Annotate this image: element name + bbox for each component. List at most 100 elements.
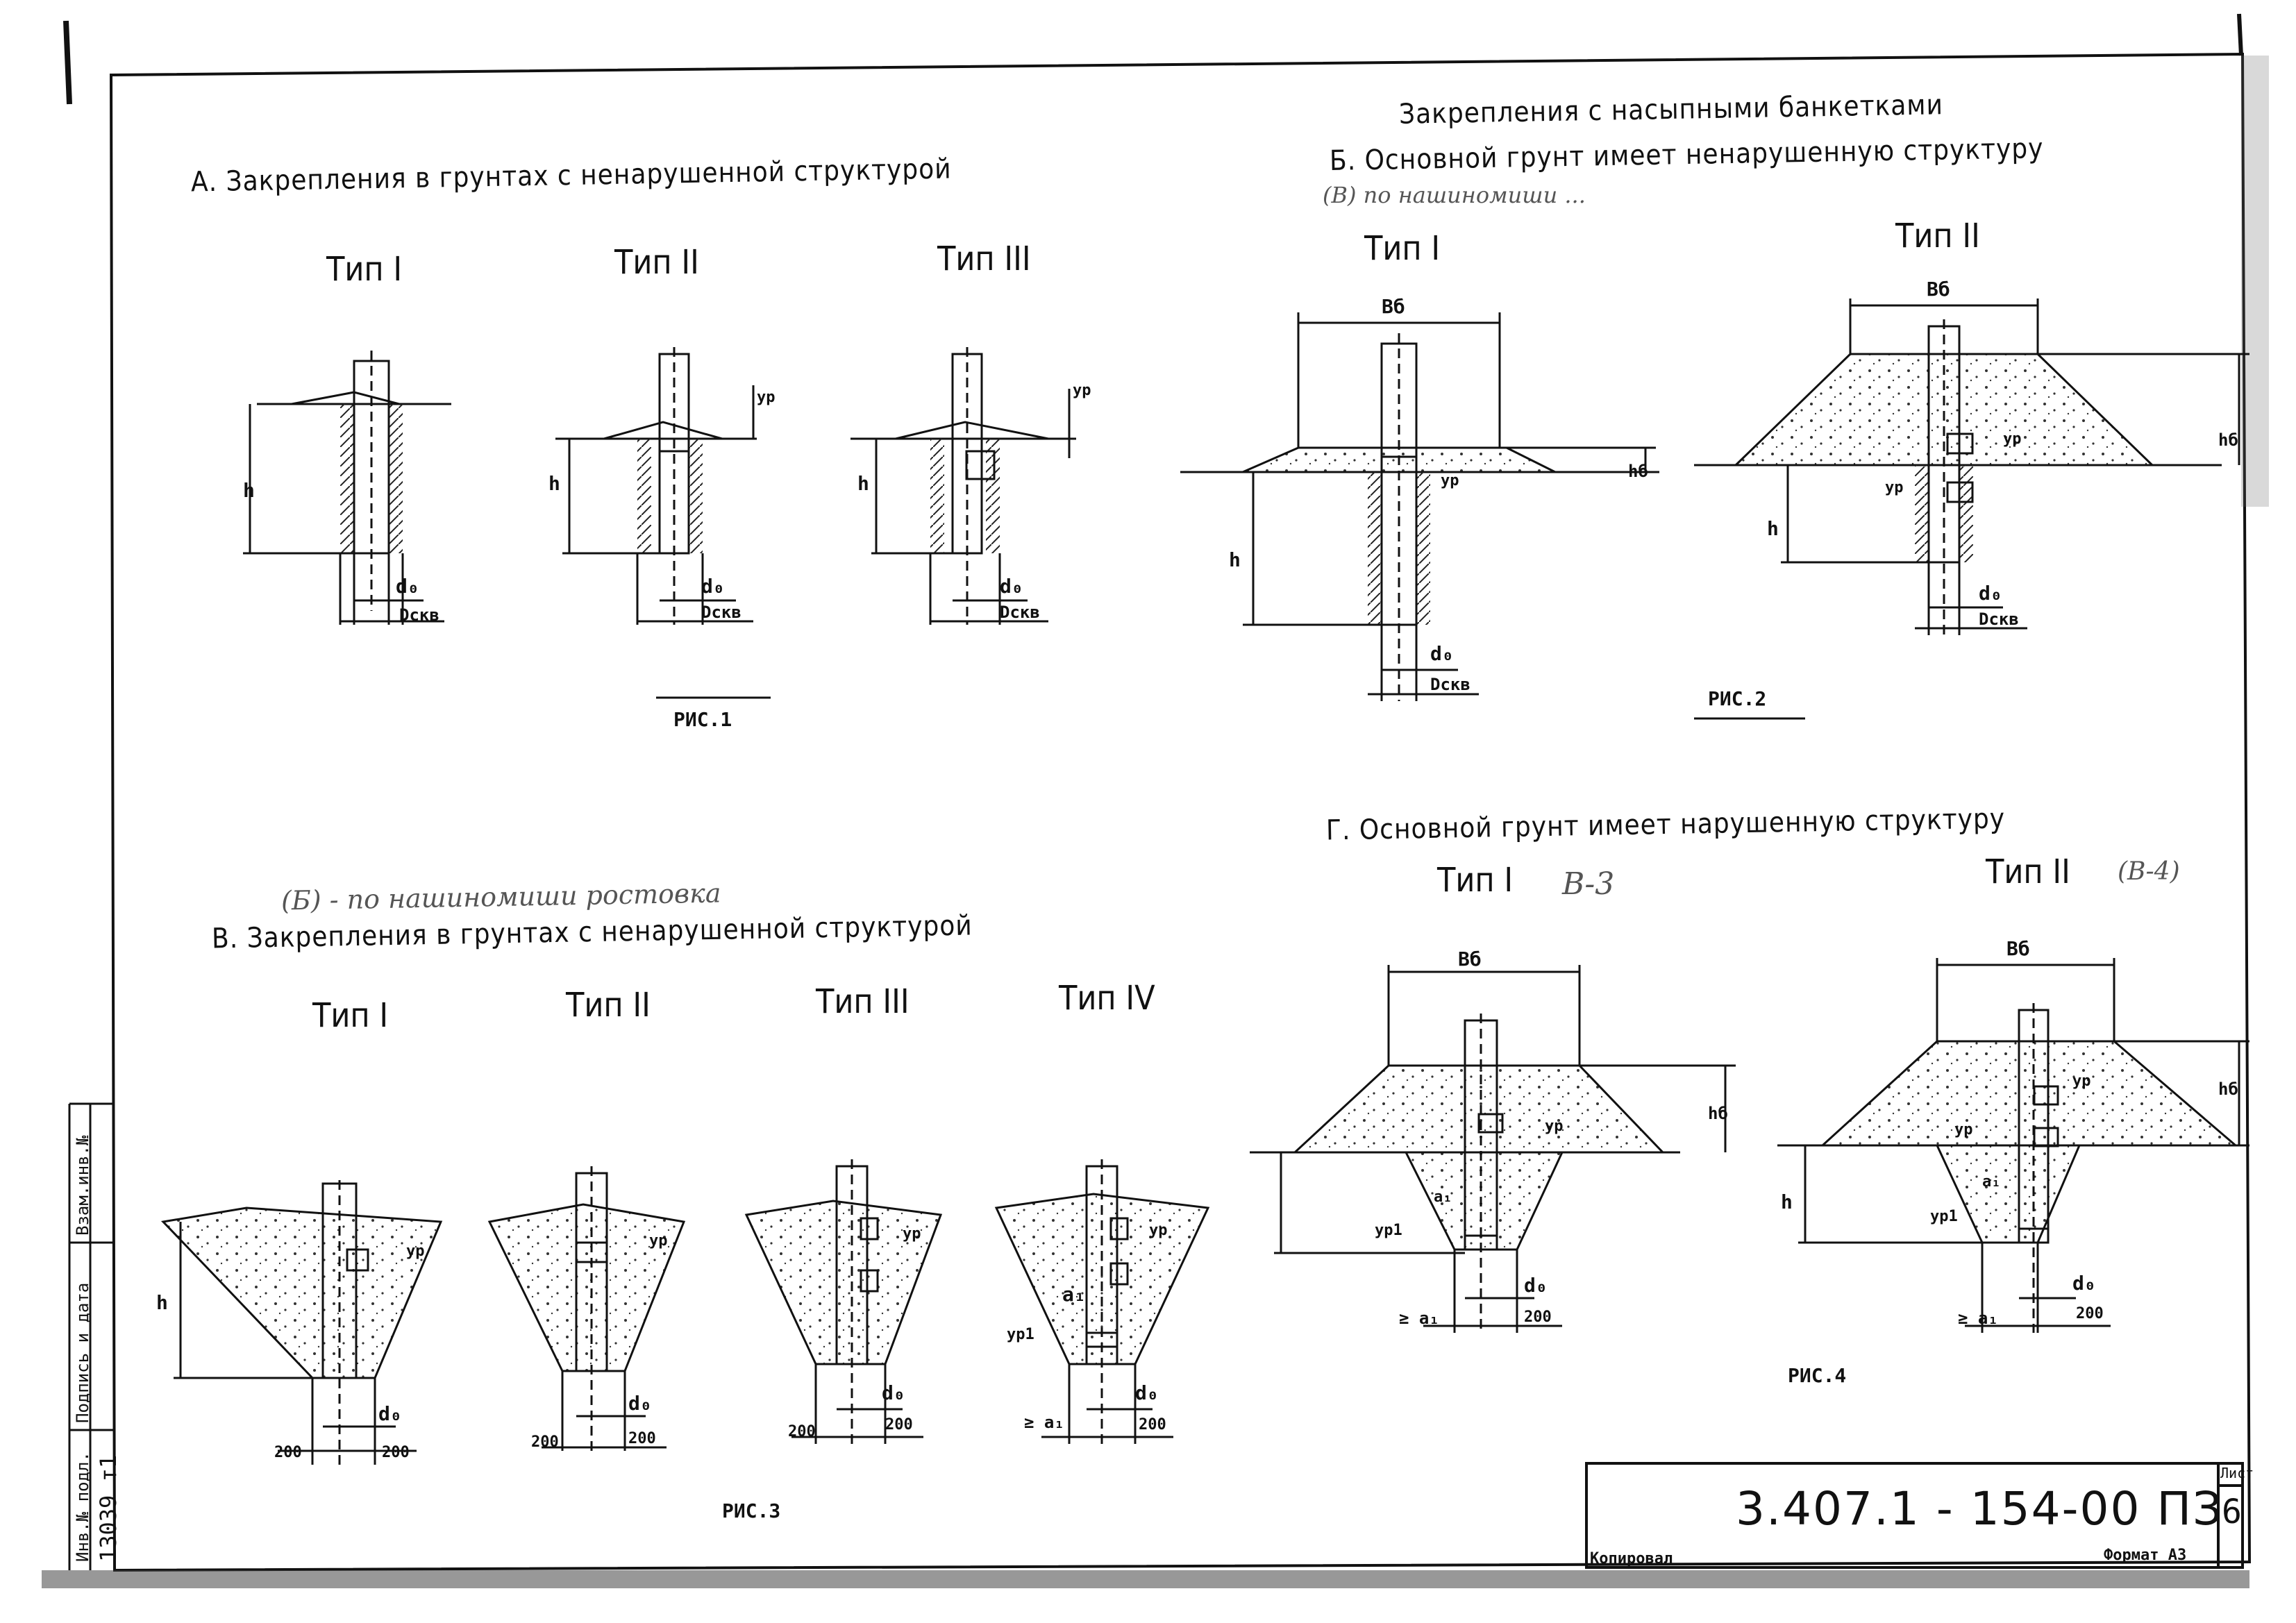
fig1-type2 [555, 347, 757, 625]
fig3-type2-label: Тип II [566, 986, 651, 1025]
fig1-t2-h: h [548, 472, 560, 495]
fig4-type2-note: (В-4) [2118, 857, 2180, 886]
fig2-t1-d0: d₀ [1430, 642, 1454, 665]
fig3-t3-yp: yр [903, 1225, 921, 1243]
fig2-t1-dskv: Dскв [1430, 675, 1470, 694]
fig4-t1-d0: d₀ [1524, 1274, 1548, 1297]
fig2-t2-yp: yр [1885, 479, 1904, 496]
fig2-t1-bb: Вб [1382, 295, 1405, 318]
inv-value: 13039 т1 [95, 1454, 121, 1562]
fig4-t2-hp: yр [2072, 1073, 2091, 1090]
fig3-type2 [487, 1166, 686, 1451]
fig4-t2-d0: d₀ [2072, 1272, 2096, 1295]
fig2-t2-hb: hб [2218, 430, 2238, 450]
fig2-t1-hb: hб [1628, 462, 1648, 481]
section-b-note: (В) по нашиномиши ... [1323, 182, 1586, 208]
fig3-t3-d0: d₀ [882, 1381, 905, 1404]
fig1-t1-dskv: Dскв [399, 605, 439, 625]
fig2-caption: РИС.2 [1708, 687, 1767, 710]
fig3-t1-200a: 200 [274, 1444, 302, 1461]
fig2-t2-hp: yр [2003, 430, 2022, 448]
sign-label: Подпись и дата [73, 1282, 92, 1423]
fig2-type2-label: Тип II [1895, 217, 1980, 255]
fig1-type1 [243, 351, 451, 625]
fig4-t2-ga1: ≥ a₁ [1958, 1309, 1998, 1328]
fig4-type1-note: В-3 [1562, 866, 1615, 902]
fig3-t2-d0: d₀ [628, 1392, 652, 1415]
fig4-t1-yp1: yр1 [1375, 1222, 1402, 1239]
fig1-type3 [850, 347, 1076, 625]
fig3-t1-h: h [156, 1291, 168, 1314]
fig3-t4-yp: yр [1149, 1222, 1168, 1239]
fig1-type3-label: Тип III [937, 239, 1031, 278]
inv-label: Инв.№ подл. [73, 1452, 92, 1562]
sheet-label: Лист [2220, 1465, 2254, 1481]
fig1-t1-h: h [243, 479, 255, 502]
fig4-t1-bb: Вб [1458, 948, 1482, 970]
fig4-t2-200: 200 [2076, 1305, 2104, 1322]
fig2-t2-d0: d₀ [1979, 582, 2002, 605]
fig3-t1-yp: yр [406, 1243, 425, 1260]
sheet-number: 6 [2222, 1492, 2242, 1531]
scan-noise-right [2241, 56, 2269, 507]
left-binding-strip [68, 1102, 115, 1570]
fig4-t1-a1: a₁ [1434, 1188, 1452, 1206]
fig2-t1-h: h [1229, 548, 1241, 571]
fig1-t3-d0: d₀ [1000, 575, 1023, 598]
fig4-type2 [1777, 958, 2249, 1333]
fig3-t4-a1: a₁ [1062, 1283, 1086, 1306]
fig3-t3-200a: 200 [788, 1423, 816, 1440]
fig3-type4-label: Тип IV [1059, 979, 1155, 1018]
fig2-type1 [1180, 312, 1659, 701]
fig3-t4-d0: d₀ [1135, 1381, 1159, 1404]
fig3-t3-200b: 200 [885, 1416, 913, 1433]
fig1-t2-yp: yр [757, 389, 776, 406]
fig3-type1-label: Тип I [312, 996, 389, 1035]
fig2-t1-yp: yр [1441, 472, 1459, 489]
fig3-t2-yp: yр [649, 1232, 668, 1250]
fig3-t4-200: 200 [1139, 1416, 1166, 1433]
fig1-t3-yp: yр [1073, 382, 1091, 399]
fig4-t1-yp: yр [1545, 1118, 1564, 1135]
fig3-t1-200b: 200 [382, 1444, 410, 1461]
fig1-type1-label: Тип I [326, 250, 403, 289]
fig4-t1-ga1: ≥ a₁ [1399, 1309, 1439, 1328]
scan-noise-bottom [42, 1570, 2249, 1588]
fig3-t4-ga1: ≥ a₁ [1024, 1413, 1064, 1432]
fig4-t1-hb: hб [1708, 1104, 1728, 1123]
fig3-type3-label: Тип III [816, 982, 910, 1021]
fig3-t4-yp1: yр1 [1007, 1326, 1034, 1343]
copied-label: Копировал [1590, 1550, 1673, 1567]
fig4-type2-label: Тип II [1986, 852, 2070, 891]
replace-label: Взам.инв.№ [73, 1135, 92, 1236]
fig4-t2-h: h [1781, 1191, 1793, 1213]
fig1-type2-label: Тип II [614, 243, 699, 282]
fig4-t2-hb: hб [2218, 1079, 2238, 1099]
fig2-t2-dskv: Dскв [1979, 609, 2019, 629]
drawing-code: 3.407.1 - 154-00 ПЗ [1736, 1482, 2224, 1536]
title-block-frame [1585, 1462, 2244, 1569]
fig1-t2-d0: d₀ [701, 575, 725, 598]
fig4-t1-200: 200 [1524, 1309, 1552, 1326]
fig4-t2-yp1: yр1 [1930, 1208, 1958, 1225]
fig1-t1-d0: d₀ [396, 575, 419, 598]
fig2-type2 [1694, 298, 2249, 635]
fig3-type1 [160, 1180, 443, 1465]
fig4-t2-a1: a₁ [1982, 1173, 2001, 1191]
fig3-t2-200b: 200 [628, 1430, 656, 1447]
fig4-t2-bb: Вб [2006, 937, 2030, 960]
fig4-t2-yp: yр [1954, 1121, 1973, 1138]
fig4-caption: РИС.4 [1788, 1364, 1847, 1387]
fig1-t2-dskv: Dскв [701, 603, 741, 622]
fig1-caption: РИС.1 [673, 708, 732, 731]
fig2-t2-h: h [1767, 517, 1779, 540]
fig3-t1-d0: d₀ [378, 1402, 402, 1425]
fig2-type1-label: Тип I [1364, 229, 1441, 268]
fig3-t2-200a: 200 [531, 1433, 559, 1451]
fig2-t2-bb: Вб [1927, 278, 1950, 301]
fig3-type3 [744, 1159, 943, 1444]
fig1-t3-dskv: Dскв [1000, 603, 1040, 622]
fig4-type1 [1250, 965, 1736, 1333]
format-label: Формат А3 [2104, 1547, 2187, 1564]
